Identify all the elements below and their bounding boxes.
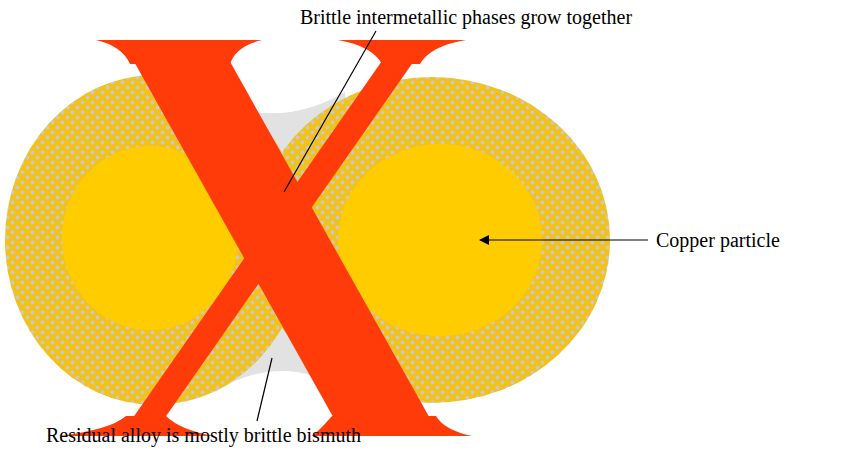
leader-arrow — [480, 239, 648, 240]
cross-stroke — [130, 58, 416, 422]
callout-label: Brittle intermetallic phases grow togeth… — [300, 6, 632, 29]
cross-serif — [96, 40, 262, 64]
callout-label: Residual alloy is mostly brittle bismuth — [46, 424, 361, 447]
cross-mark — [58, 40, 472, 436]
cross-serif — [338, 40, 466, 64]
leader-line — [284, 31, 376, 192]
part-label: Copper particle — [656, 229, 780, 252]
leader-line — [257, 358, 272, 421]
